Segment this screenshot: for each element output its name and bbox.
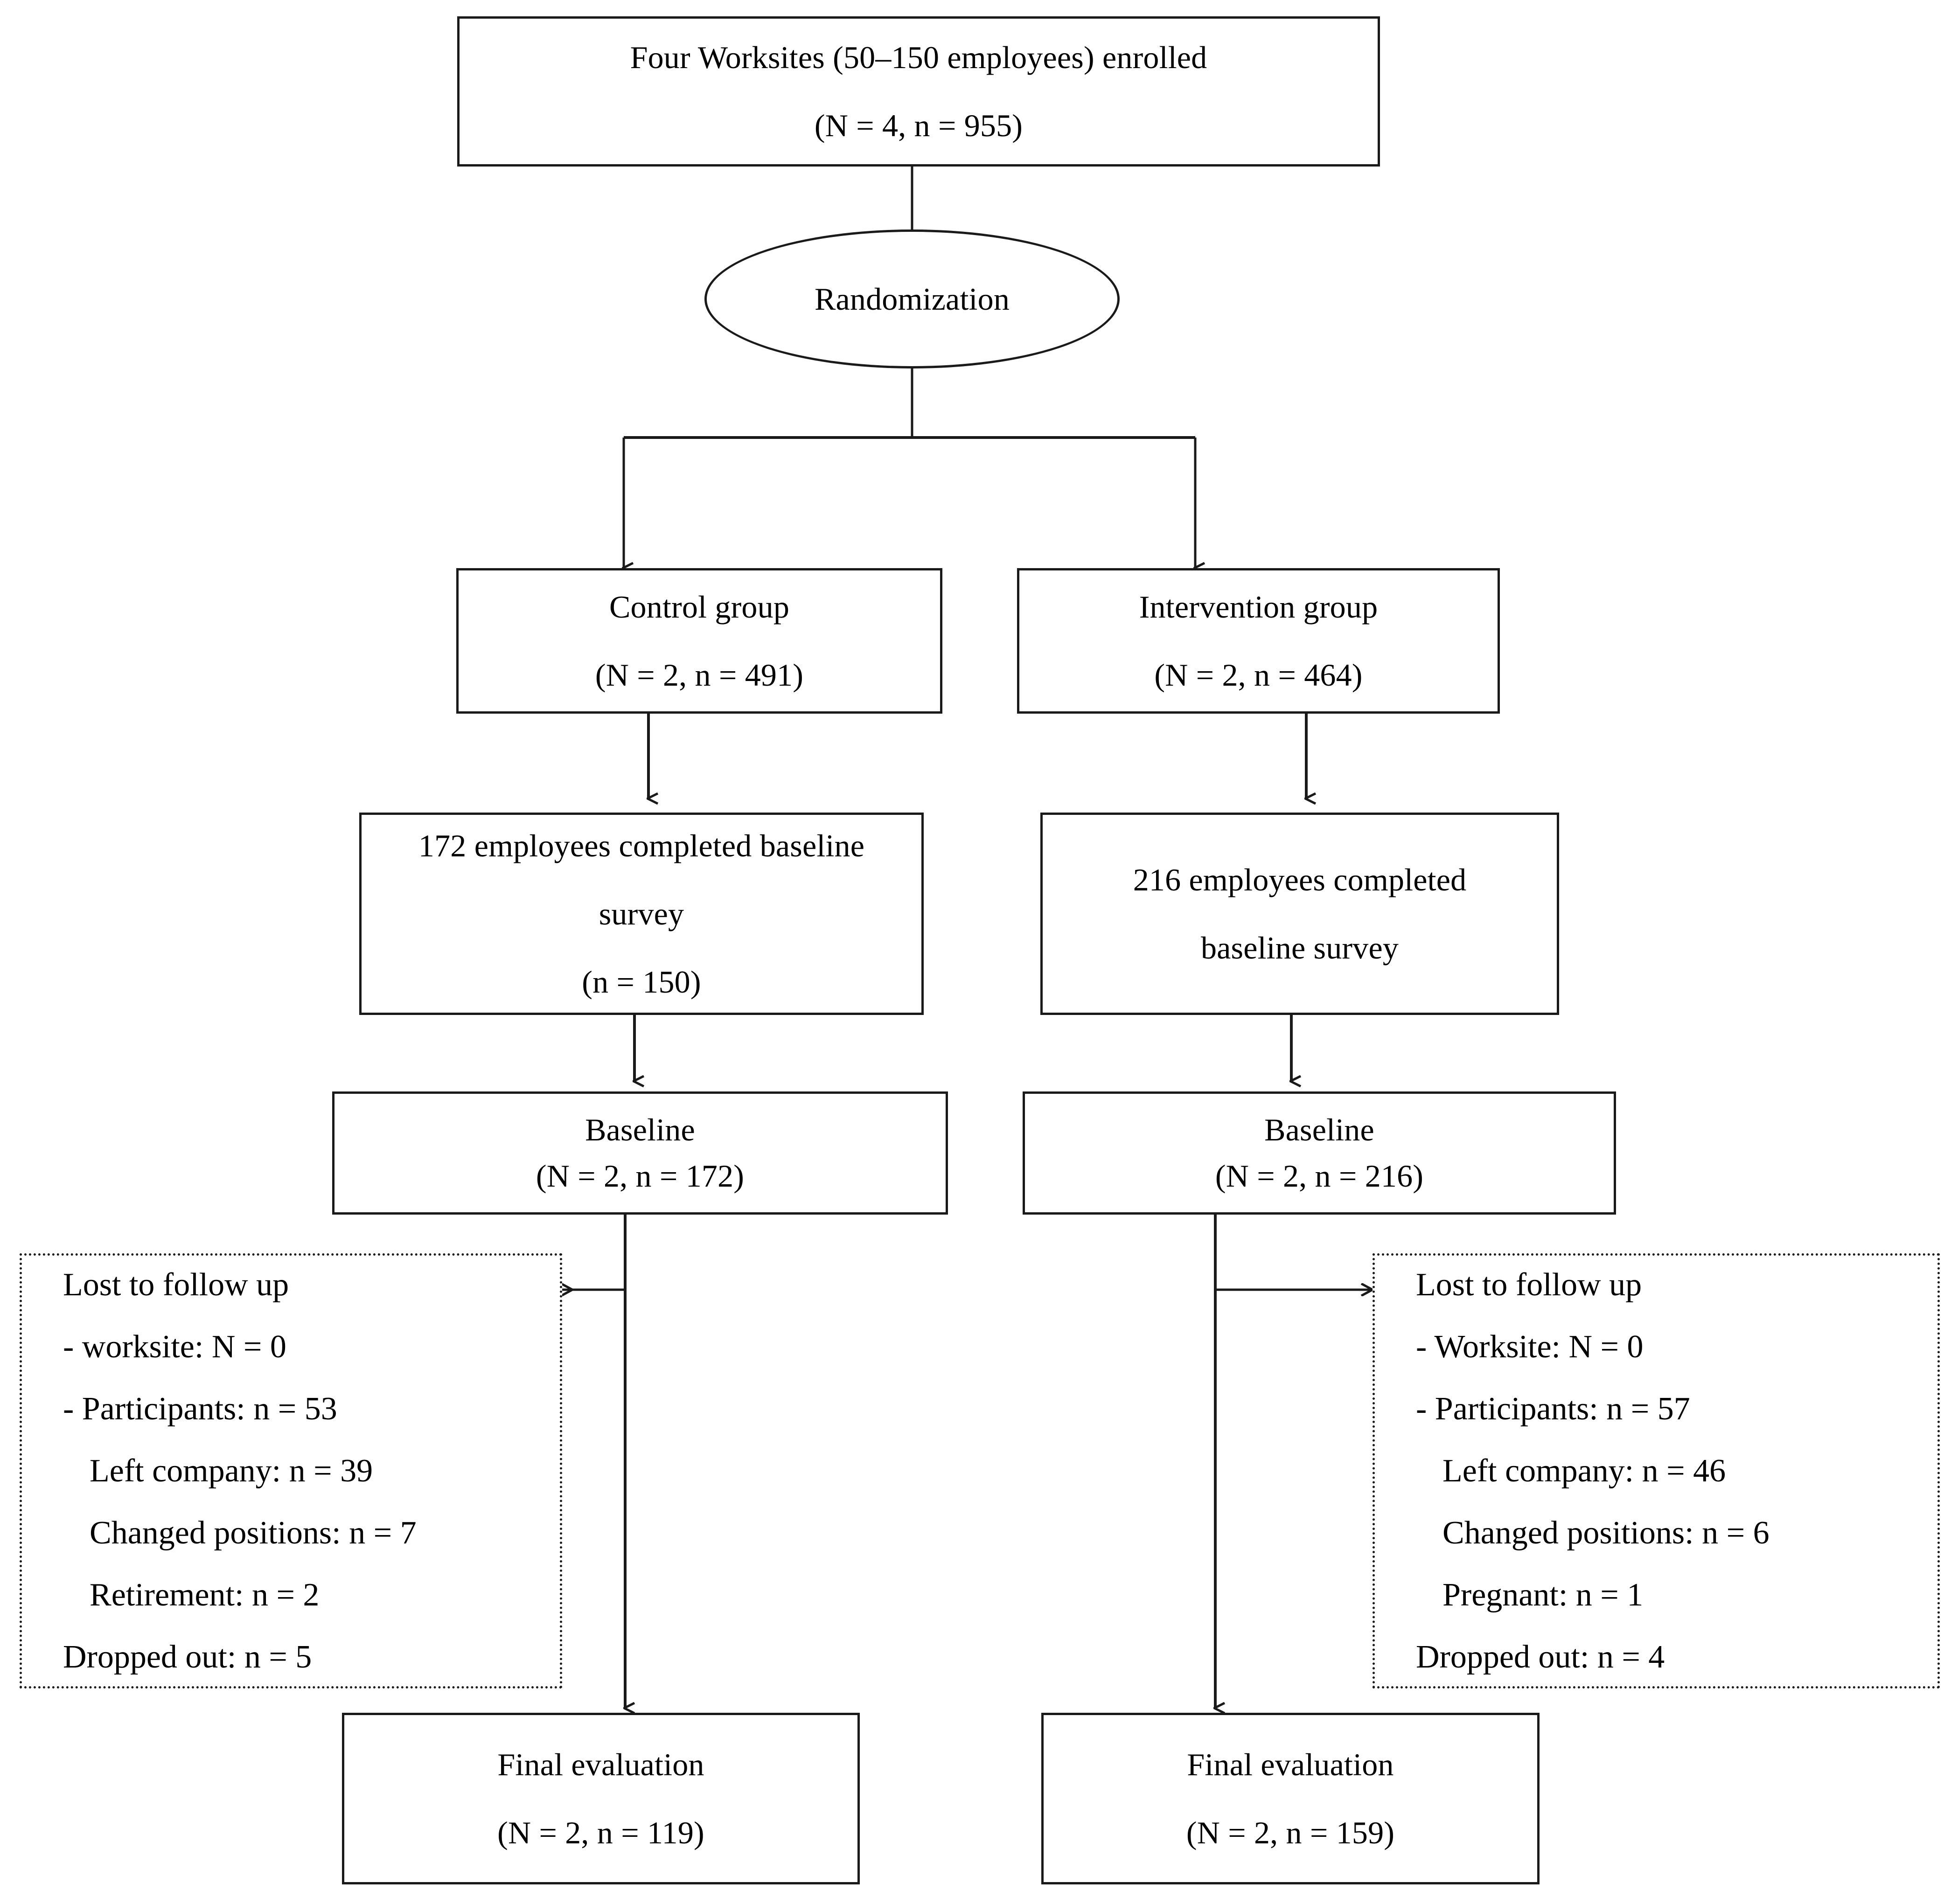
- intervention-lost-line-1: Lost to follow up: [1416, 1267, 1642, 1303]
- control-group-line-1: Control group: [609, 589, 790, 625]
- control-final-line-2: (N = 2, n = 119): [497, 1815, 704, 1850]
- enrollment-line-2: (N = 4, n = 955): [814, 108, 1023, 143]
- intervention-baseline-line-1: Baseline: [1264, 1112, 1374, 1148]
- intervention-baseline-survey-line-1: 216 employees completed: [1133, 862, 1467, 897]
- control-final-line-1: Final evaluation: [497, 1746, 704, 1782]
- intervention-lost-line-6: Pregnant: n = 1: [1442, 1577, 1644, 1613]
- intervention-baseline-survey-line-2: baseline survey: [1200, 930, 1399, 966]
- enrollment-line-1: Four Worksites (50–150 employees) enroll…: [630, 39, 1207, 75]
- control-group-line-2: (N = 2, n = 491): [595, 657, 804, 693]
- node-control-baseline-survey: 172 employees completed baseline survey …: [359, 813, 924, 1015]
- node-control-lost-to-follow-up: Lost to follow up - worksite: N = 0 - Pa…: [20, 1253, 562, 1689]
- control-baseline-survey-line-2: survey: [599, 896, 684, 931]
- intervention-group-line-1: Intervention group: [1139, 589, 1378, 625]
- node-control-group: Control group (N = 2, n = 491): [456, 568, 942, 714]
- control-baseline-line-2: (N = 2, n = 172): [536, 1158, 745, 1194]
- intervention-lost-line-7: Dropped out: n = 4: [1416, 1639, 1665, 1675]
- node-intervention-lost-to-follow-up: Lost to follow up - Worksite: N = 0 - Pa…: [1373, 1253, 1940, 1689]
- intervention-baseline-line-2: (N = 2, n = 216): [1215, 1158, 1424, 1194]
- control-lost-line-1: Lost to follow up: [63, 1267, 289, 1303]
- node-control-final-evaluation: Final evaluation (N = 2, n = 119): [342, 1713, 860, 1884]
- node-intervention-group: Intervention group (N = 2, n = 464): [1017, 568, 1500, 714]
- control-lost-line-5: Changed positions: n = 7: [90, 1515, 417, 1551]
- control-lost-line-3: - Participants: n = 53: [63, 1391, 337, 1427]
- intervention-final-line-1: Final evaluation: [1187, 1746, 1394, 1782]
- control-baseline-survey-line-1: 172 employees completed baseline: [418, 827, 865, 863]
- intervention-lost-line-5: Changed positions: n = 6: [1442, 1515, 1770, 1551]
- control-baseline-survey-line-3: (n = 150): [582, 964, 701, 1000]
- node-randomization: Randomization: [704, 229, 1120, 368]
- control-baseline-line-1: Baseline: [585, 1112, 695, 1148]
- control-lost-line-2: - worksite: N = 0: [63, 1329, 286, 1365]
- node-intervention-baseline-survey: 216 employees completed baseline survey: [1040, 813, 1559, 1015]
- node-control-baseline: Baseline (N = 2, n = 172): [332, 1091, 948, 1215]
- node-enrollment: Four Worksites (50–150 employees) enroll…: [457, 16, 1380, 167]
- control-lost-line-6: Retirement: n = 2: [90, 1577, 320, 1613]
- intervention-lost-line-3: - Participants: n = 57: [1416, 1391, 1690, 1427]
- node-intervention-baseline: Baseline (N = 2, n = 216): [1023, 1091, 1616, 1215]
- intervention-lost-line-4: Left company: n = 46: [1442, 1453, 1726, 1489]
- control-lost-line-4: Left company: n = 39: [90, 1453, 373, 1489]
- control-lost-line-7: Dropped out: n = 5: [63, 1639, 312, 1675]
- intervention-group-line-2: (N = 2, n = 464): [1154, 657, 1363, 693]
- randomization-label: Randomization: [814, 281, 1010, 317]
- node-intervention-final-evaluation: Final evaluation (N = 2, n = 159): [1041, 1713, 1540, 1884]
- intervention-lost-line-2: - Worksite: N = 0: [1416, 1329, 1644, 1365]
- intervention-final-line-2: (N = 2, n = 159): [1186, 1815, 1395, 1850]
